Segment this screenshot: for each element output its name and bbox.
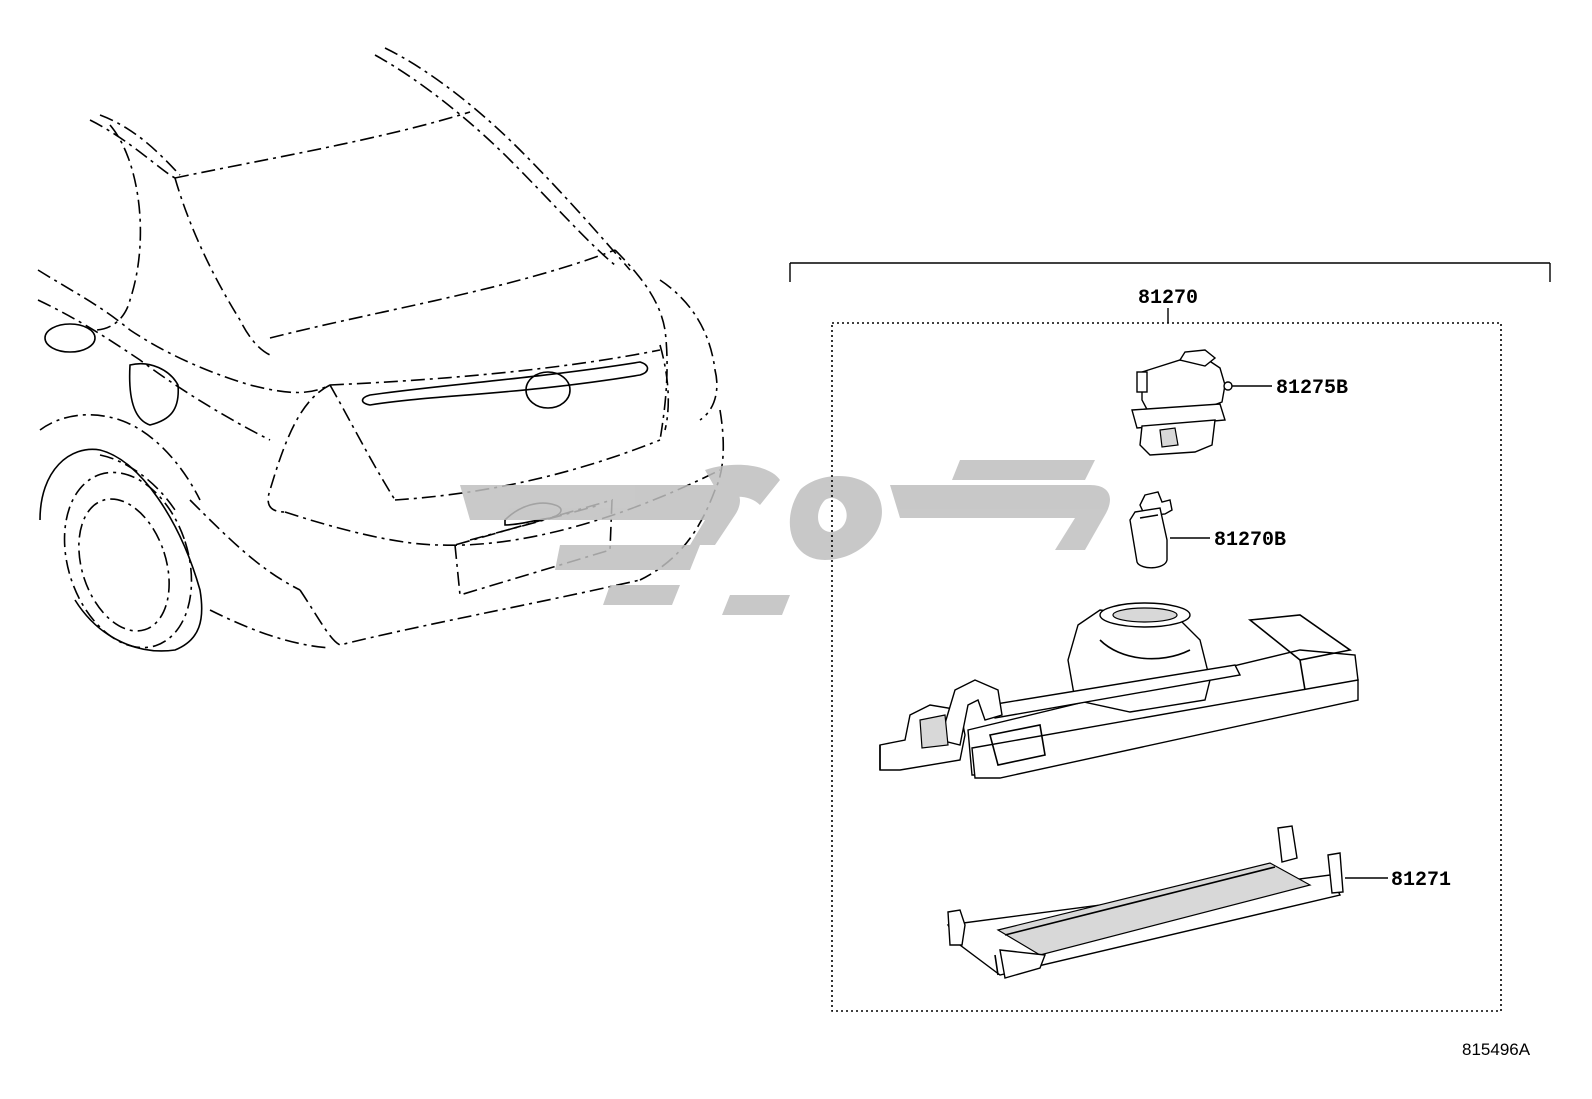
lamp-lens-icon [946,825,1344,979]
socket-part-number: 81275B [1276,377,1348,400]
bulb-socket-icon [1131,349,1233,456]
sedan-rear-outline-icon [37,47,725,652]
wedge-bulb-icon [1129,491,1173,569]
assembly-bracket [789,262,1551,323]
watermark-logo-icon [460,460,1110,615]
diagram-id: 815496A [1462,1040,1531,1059]
bulb-part-number: 81270B [1214,529,1286,552]
lens-part-number: 81271 [1391,869,1451,892]
assembly-part-number: 81270 [1138,287,1198,310]
lamp-housing-icon [879,602,1359,779]
assembly-box [831,322,1502,1012]
